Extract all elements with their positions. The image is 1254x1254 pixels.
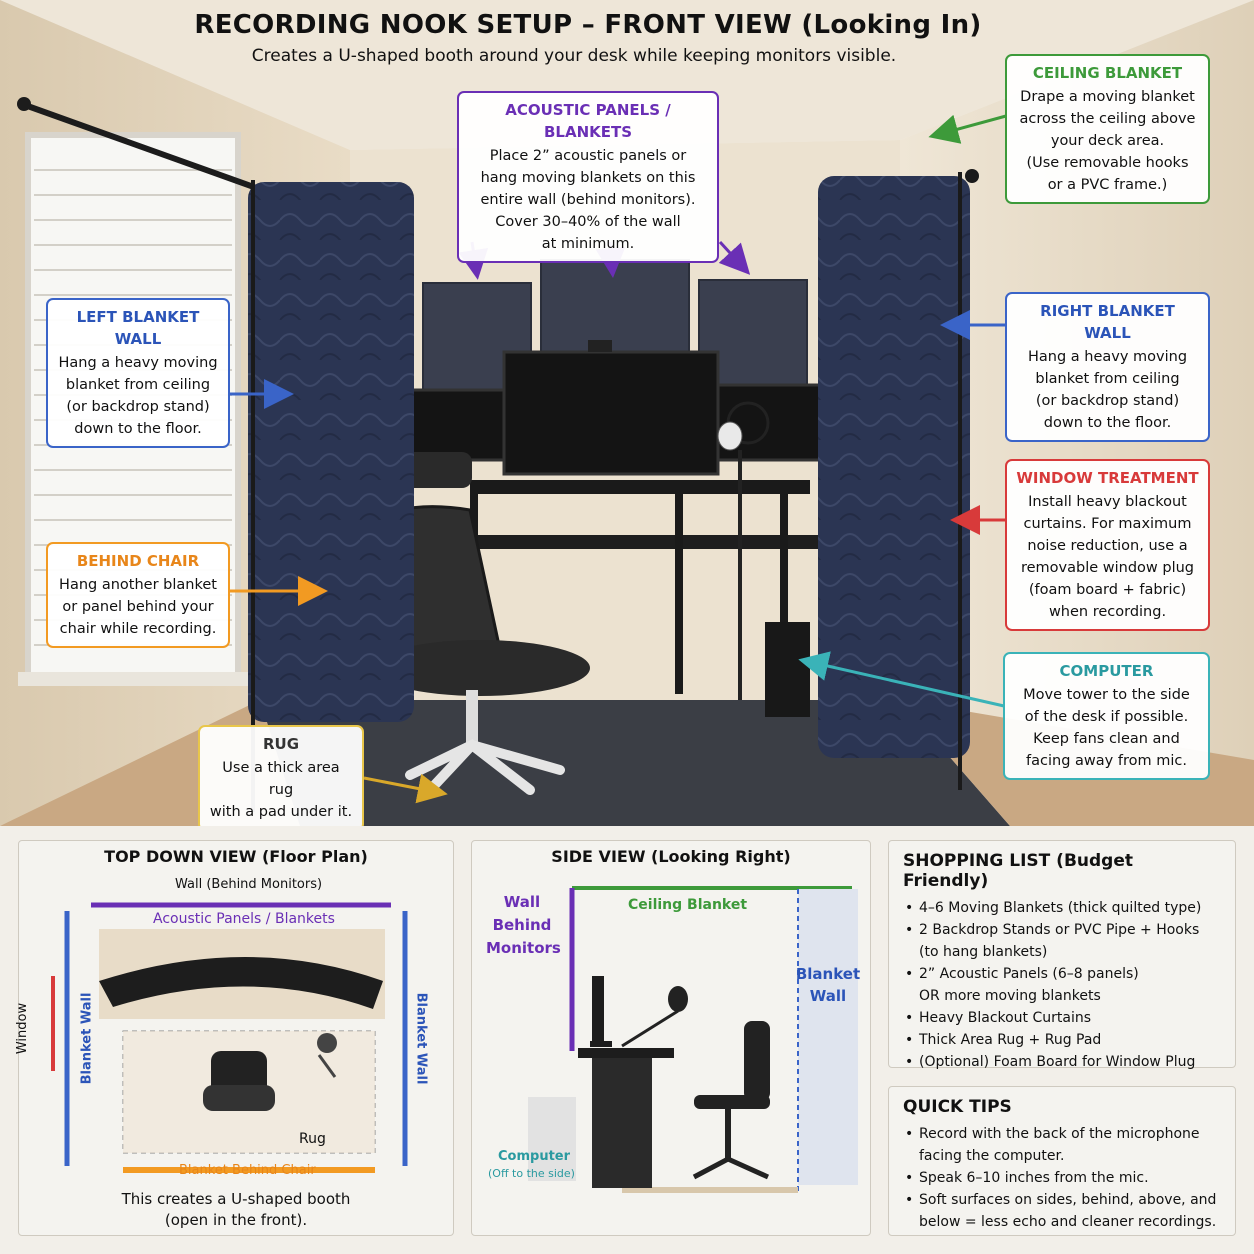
desk-monitors [99,957,383,1009]
list-item: Thick Area Rug + Rug Pad [903,1029,1221,1051]
side-view-panel: SIDE VIEW (Looking Right) Wall Behind Mo… [471,840,871,1236]
computer-callout: COMPUTER Move tower to the side of the d… [1003,652,1210,780]
callout-title: COMPUTER [1059,662,1154,680]
side-computer-sublabel: (Off to the side) [488,1167,575,1180]
acoustic-arrow-right [718,240,751,275]
list-item: 2” Acoustic Panels (6–8 panels) OR more … [903,963,1221,1007]
quick-tips-panel: QUICK TIPS Record with the back of the m… [888,1086,1236,1236]
side-ceiling-label: Ceiling Blanket [628,897,748,913]
side-computer-label: Computer [498,1149,571,1164]
callout-title: WINDOW TREATMENT [1016,469,1199,487]
floor-plan-caption: This creates a U-shaped booth (open in t… [121,1190,351,1229]
callout-body: Move tower to the side of the desk if po… [1023,687,1190,769]
list-item: 4–6 Moving Blankets (thick quilted type) [903,897,1221,919]
callout-body: Place 2” acoustic panels or hang moving … [480,148,696,252]
acoustic-panels-callout: ACOUSTIC PANELS / BLANKETS Place 2” acou… [457,91,719,263]
side-view-title: SIDE VIEW (Looking Right) [551,847,791,866]
callout-body: Install heavy blackout curtains. For max… [1020,494,1195,620]
monitors [387,340,830,476]
desk [450,480,820,717]
page-subtitle: Creates a U-shaped booth around your des… [251,46,897,66]
list-item: Record with the back of the microphone f… [903,1123,1221,1167]
rug-arrow [363,773,448,804]
side-view-diagram [528,886,858,1193]
callout-title: RIGHT BLANKET WALL [1040,302,1175,342]
side-rug [622,1187,798,1193]
shopping-list-title: SHOPPING LIST (Budget Friendly) [903,851,1134,891]
callout-body: Use a thick area rug with a pad under it… [209,760,353,820]
window-treatment-callout: WINDOW TREATMENT Install heavy blackout … [1005,459,1210,631]
side-monitor [590,976,612,1047]
callout-title: LEFT BLANKET WALL [76,308,200,348]
top-view-title: TOP DOWN VIEW (Floor Plan) [104,847,368,866]
shopping-list: 4–6 Moving Blankets (thick quilted type)… [903,897,1221,1073]
callout-body: Hang a heavy moving blanket from ceiling… [58,355,218,437]
side-wall-label: Wall Behind Monitors [486,893,561,957]
floor-left-blanket-label: Blanket Wall [79,992,95,1085]
behind-chair-callout: BEHIND CHAIR Hang another blanket or pan… [46,542,230,648]
floor-plan-chair [203,1051,275,1111]
list-item: (Optional) Foam Board for Window Plug [903,1051,1221,1073]
callout-title: BEHIND CHAIR [76,552,200,570]
floor-window-label: Window [15,1002,31,1055]
callout-title: CEILING BLANKET [1032,64,1183,82]
side-mic [621,986,688,1048]
side-chair [692,1021,770,1180]
floor-behind-chair-label: Blanket Behind Chair [179,1163,316,1178]
list-item: Speak 6–10 inches from the mic. [903,1167,1221,1189]
side-blanket-label: Blanket Wall [795,965,861,1005]
ceiling-blanket-callout: CEILING BLANKET Drape a moving blanket a… [1005,54,1210,204]
floor-right-blanket-label: Blanket Wall [413,992,429,1085]
shopping-list-panel: SHOPPING LIST (Budget Friendly) 4–6 Movi… [888,840,1236,1073]
side-desk [578,1048,674,1188]
computer-arrow [798,651,1005,708]
list-item: 2 Backdrop Stands or PVC Pipe + Hooks (t… [903,919,1221,963]
left-blanket-wall [248,180,414,812]
floor-plan-diagram [51,902,408,1173]
quick-tips-title: QUICK TIPS [903,1097,1012,1117]
tips-list: Record with the back of the microphone f… [903,1123,1221,1233]
ceiling-arrow [928,114,1007,144]
side-computer [528,1097,576,1181]
left-blanket-wall-callout: LEFT BLANKET WALL Hang a heavy moving bl… [46,298,230,448]
right-blanket-wall-callout: RIGHT BLANKET WALL Hang a heavy moving b… [1005,292,1210,442]
curtain-rod [20,101,264,193]
page-title: RECORDING NOOK SETUP – FRONT VIEW (Looki… [194,10,982,40]
computer-tower [765,622,810,717]
rug-callout: RUG Use a thick area rug with a pad unde… [198,725,364,826]
callout-body: Hang a heavy moving blanket from ceiling… [1027,349,1188,431]
floor-panels-label: Acoustic Panels / Blankets [153,911,335,927]
callout-body: Drape a moving blanket across the ceilin… [1019,89,1196,193]
callout-title: RUG [262,735,300,753]
front-view-scene: RECORDING NOOK SETUP – FRONT VIEW (Looki… [0,0,1254,826]
list-item: Heavy Blackout Curtains [903,1007,1221,1029]
microphone [717,401,770,700]
callout-title: ACOUSTIC PANELS / BLANKETS [505,101,671,141]
side-blanket-area [798,889,858,1185]
floor-plan-mic [317,1033,337,1078]
callout-body: Hang another blanket or panel behind you… [59,577,217,637]
list-item: Soft surfaces on sides, behind, above, a… [903,1189,1221,1233]
floor-rug-label: Rug [299,1131,326,1147]
top-down-view-panel: TOP DOWN VIEW (Floor Plan) Wall (Behind … [15,840,454,1236]
right-blanket-wall [818,169,979,790]
floor-wall-label: Wall (Behind Monitors) [175,877,323,892]
